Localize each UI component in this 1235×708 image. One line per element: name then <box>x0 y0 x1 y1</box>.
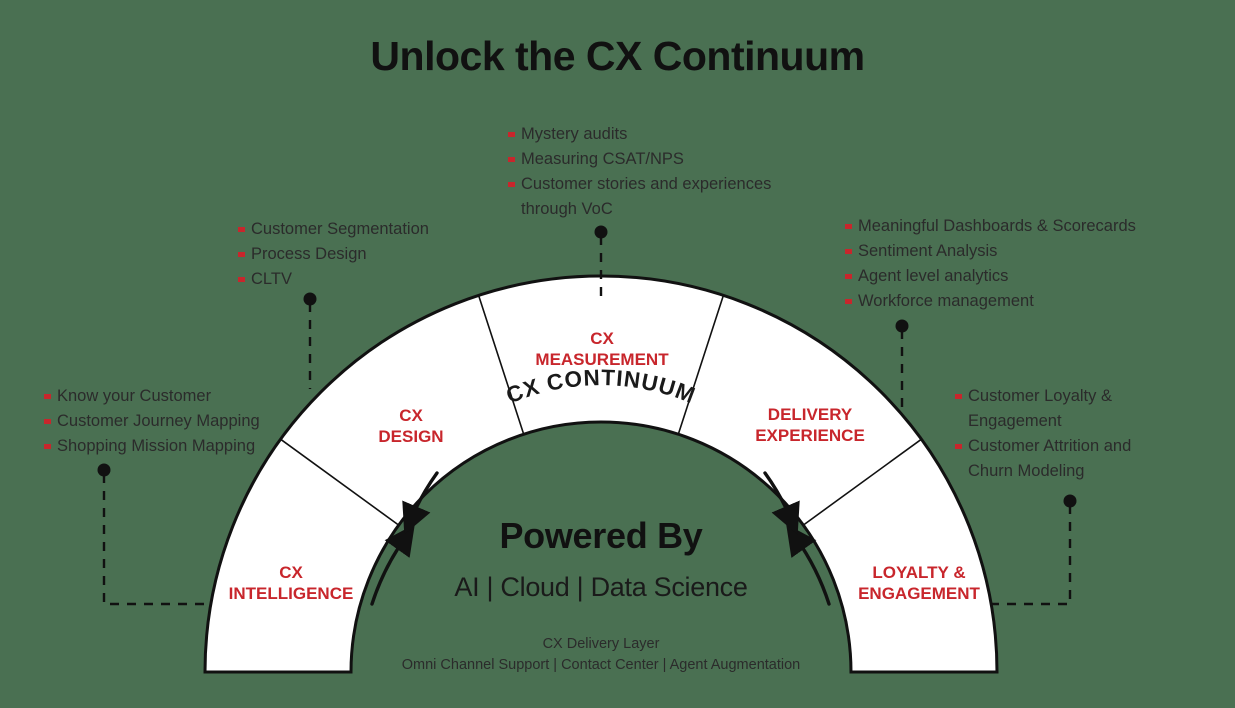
connector-dot-cx-intelligence <box>97 463 111 477</box>
segment-label-cx-intelligence[interactable]: CX INTELLIGENCE <box>228 563 354 603</box>
bullet-icon <box>845 249 852 254</box>
list-item: Agent level analytics <box>845 264 1165 289</box>
powered-by-heading: Powered By <box>499 515 703 556</box>
bullet-icon <box>44 419 51 424</box>
bullet-icon <box>44 444 51 449</box>
callout-cx-measurement: Mystery audits Measuring CSAT/NPS Custom… <box>508 122 808 222</box>
list-item: Process Design <box>238 242 468 267</box>
powered-by-stack: AI | Cloud | Data Science <box>454 572 748 602</box>
list-item: Mystery audits <box>508 122 808 147</box>
list-item: Customer Loyalty & Engagement <box>955 384 1165 434</box>
list-item: Shopping Mission Mapping <box>44 434 294 459</box>
bullet-icon <box>845 274 852 279</box>
arc-band <box>203 274 999 674</box>
flow-arrows <box>370 471 831 606</box>
callout-cx-design: Customer Segmentation Process Design CLT… <box>238 217 468 292</box>
bullet-icon <box>508 182 515 187</box>
bullet-icon <box>238 277 245 282</box>
list-item: CLTV <box>238 267 468 292</box>
bullet-icon <box>44 394 51 399</box>
segment-label-loyalty-engagement[interactable]: LOYALTY & ENGAGEMENT <box>858 563 980 603</box>
callout-delivery-experience: Meaningful Dashboards & Scorecards Senti… <box>845 214 1165 314</box>
list-item: Know your Customer <box>44 384 294 409</box>
bullet-icon <box>955 444 962 449</box>
list-item: Customer Attrition and Churn Modeling <box>955 434 1165 484</box>
bullet-icon <box>508 132 515 137</box>
bullet-icon <box>508 157 515 162</box>
list-item: Meaningful Dashboards & Scorecards <box>845 214 1165 239</box>
list-item: Customer stories and experiences through… <box>508 172 808 222</box>
connector-dot-delivery-experience <box>895 319 909 333</box>
segment-dividers <box>280 294 922 526</box>
list-item: Customer Segmentation <box>238 217 468 242</box>
segment-label-delivery-experience[interactable]: DELIVERY EXPERIENCE <box>755 405 865 445</box>
list-item: Sentiment Analysis <box>845 239 1165 264</box>
list-item: Measuring CSAT/NPS <box>508 147 808 172</box>
list-item: Customer Journey Mapping <box>44 409 294 434</box>
list-item: Workforce management <box>845 289 1165 314</box>
bullet-icon <box>238 227 245 232</box>
segment-label-cx-design[interactable]: CX DESIGN <box>378 406 444 446</box>
callout-cx-intelligence: Know your Customer Customer Journey Mapp… <box>44 384 294 459</box>
bullet-icon <box>845 224 852 229</box>
connector-dot-cx-measurement <box>594 225 608 239</box>
callout-loyalty-engagement: Customer Loyalty & Engagement Customer A… <box>955 384 1165 484</box>
cx-delivery-layer: CX Delivery Layer Omni Channel Support |… <box>401 636 801 673</box>
connector-dots <box>97 225 1077 508</box>
connector-dot-loyalty-engagement <box>1063 494 1077 508</box>
segment-label-cx-measurement[interactable]: CX MEASUREMENT <box>535 329 669 369</box>
connector-lines <box>102 236 1072 606</box>
bullet-icon <box>845 299 852 304</box>
bullet-icon <box>955 394 962 399</box>
bullet-icon <box>238 252 245 257</box>
connector-dot-cx-design <box>303 292 317 306</box>
page-title: Unlock the CX Continuum <box>370 33 865 79</box>
